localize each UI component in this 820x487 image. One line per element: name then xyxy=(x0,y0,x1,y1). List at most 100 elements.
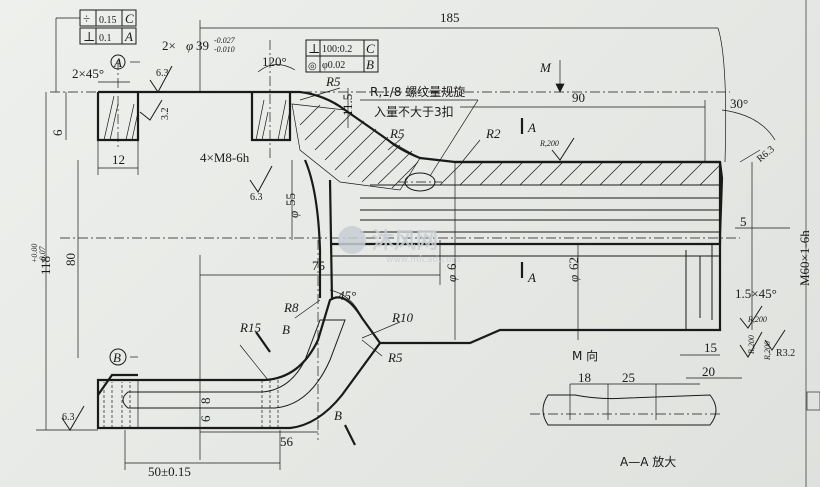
dim-25: 25 xyxy=(622,370,635,385)
m60-thread: M60×1-6h xyxy=(797,230,812,286)
boss-left xyxy=(250,92,292,142)
watermark-url: www.mfcad.com xyxy=(386,255,460,265)
rough-r6-3: R6.3 xyxy=(755,144,777,165)
hatch-right-boss xyxy=(255,99,291,141)
dim-11-5: 11.5 xyxy=(340,94,355,116)
dim-90: 90 xyxy=(572,90,585,105)
lower-arm-inner xyxy=(122,319,346,409)
rough-r200-c: R,200 xyxy=(763,341,772,361)
dim-6: 6 xyxy=(50,129,65,136)
dim-18: 18 xyxy=(578,370,591,385)
dim-12: 12 xyxy=(112,152,125,167)
radius-r2: R2 xyxy=(485,126,501,141)
watermark-text: 沐风网 xyxy=(372,229,438,254)
tol2-symbol: ⊥ xyxy=(83,29,95,44)
dim-75: 75 xyxy=(312,258,325,273)
thread-note-line2: 入量不大于3扣 xyxy=(374,105,454,119)
datum-a-circle xyxy=(110,54,126,70)
datum-a-label: A xyxy=(113,55,122,70)
dim-50: 50±0.15 xyxy=(148,464,191,479)
column-left xyxy=(303,159,322,298)
datum-b-circle xyxy=(109,348,127,366)
angle-120: 120° xyxy=(262,54,287,69)
dim-lines xyxy=(36,20,790,470)
rough-r200-b: R,200 xyxy=(747,315,767,324)
rough-6-3-c: 6.3 xyxy=(62,412,75,423)
tol-frame-3: ⊥ 100:0.2 C xyxy=(305,39,379,57)
tol-frame-1: ÷ 0.15 C xyxy=(79,9,137,27)
dim-56: 56 xyxy=(280,434,294,449)
tol1-datum: C xyxy=(125,11,134,26)
centerlines xyxy=(50,40,740,440)
rough-6-3-a: 6.3 xyxy=(156,68,169,79)
dim-118-tol-dn: -0.07 xyxy=(38,245,47,263)
tol4-value: φ0.02 xyxy=(322,60,345,71)
dim-118-tol-up: +0.00 xyxy=(30,244,39,263)
section-a-bottom: A xyxy=(527,270,536,285)
section-a-top: A xyxy=(527,120,536,135)
view-m-marker: M xyxy=(539,60,552,75)
radius-r5-a: R5 xyxy=(325,74,341,89)
radius-r5-c: R5 xyxy=(387,350,403,365)
tol3-datum: C xyxy=(366,41,375,56)
radius-r8: R8 xyxy=(283,300,299,315)
rough-6-3-b: 6.3 xyxy=(250,192,263,203)
dim-185: 185 xyxy=(440,10,460,25)
view-aa-title: A—A 放大 xyxy=(620,454,676,469)
chamfer-1-5: 1.5×45° xyxy=(735,286,777,301)
datum-b-label: B xyxy=(113,350,121,365)
phi-symbol-1: φ xyxy=(186,38,193,53)
tol2-value: 0.1 xyxy=(99,33,112,44)
angle-45: 45° xyxy=(338,288,356,303)
shaft-body xyxy=(332,160,722,330)
radius-r5-b: R5 xyxy=(389,126,405,141)
top-flange-outline xyxy=(98,90,724,345)
tol1-symbol: ÷ xyxy=(83,11,90,26)
phi-symbol-3: φ xyxy=(444,275,459,282)
roughness-symbols xyxy=(61,65,786,431)
lower-arm-outer xyxy=(96,296,382,430)
hole-dia: 39 xyxy=(196,38,209,53)
dim-20: 20 xyxy=(702,364,715,379)
tol2-datum: A xyxy=(124,29,133,44)
chamfer-2x45: 2×45° xyxy=(72,66,104,81)
sheet-corner-box xyxy=(806,391,820,411)
lower-block-chamfer xyxy=(97,373,138,396)
angle-30: 30° xyxy=(730,96,748,111)
tol3-symbol: ⊥ xyxy=(308,41,320,56)
watermark-logo: 沐风网 www.mfcad.com xyxy=(338,226,460,265)
dim-3-2: 3.2 xyxy=(160,108,171,121)
tol-frame-2: ⊥ 0.1 A xyxy=(79,27,137,45)
tol1-value: 0.15 xyxy=(99,15,117,26)
hatch-web xyxy=(291,103,421,191)
radius-r15: R15 xyxy=(239,320,261,335)
radius-r10: R10 xyxy=(391,310,413,325)
hatch-lower-block xyxy=(97,379,279,429)
section-b-bottom: B xyxy=(334,408,342,423)
dim-6b: 6 xyxy=(198,415,213,422)
tol4-symbol: ◎ xyxy=(308,61,317,72)
dim-5: 5 xyxy=(740,214,747,229)
tol-frame-4: ◎ φ0.02 B xyxy=(305,55,379,73)
rough-r3-2: R3.2 xyxy=(776,348,795,359)
dia-6x: 6 xyxy=(444,263,459,270)
dim-8: 8 xyxy=(198,398,213,405)
section-b-top: B xyxy=(282,322,290,337)
phi-symbol-2: φ xyxy=(286,211,301,218)
view-m-title: M 向 xyxy=(572,348,598,363)
hatch-shaft xyxy=(439,162,721,186)
thread-note-line1: R,1/8 螺纹量规旋 xyxy=(370,84,465,99)
phi-symbol-4: φ xyxy=(566,275,581,282)
column-right xyxy=(328,179,334,301)
hole-dia-tol-dn: -0.010 xyxy=(214,45,235,54)
dim-118: 118 xyxy=(38,256,53,275)
hole-dia-tol-up: -0.027 xyxy=(214,36,236,45)
rough-r200-a: R,200 xyxy=(539,139,559,148)
dim-15: 15 xyxy=(704,340,717,355)
dia-55: 55 xyxy=(283,193,298,206)
hatch-left-boss xyxy=(103,95,139,141)
tol4-datum: B xyxy=(366,57,374,72)
rough-r200-d: R,200 xyxy=(747,335,756,355)
